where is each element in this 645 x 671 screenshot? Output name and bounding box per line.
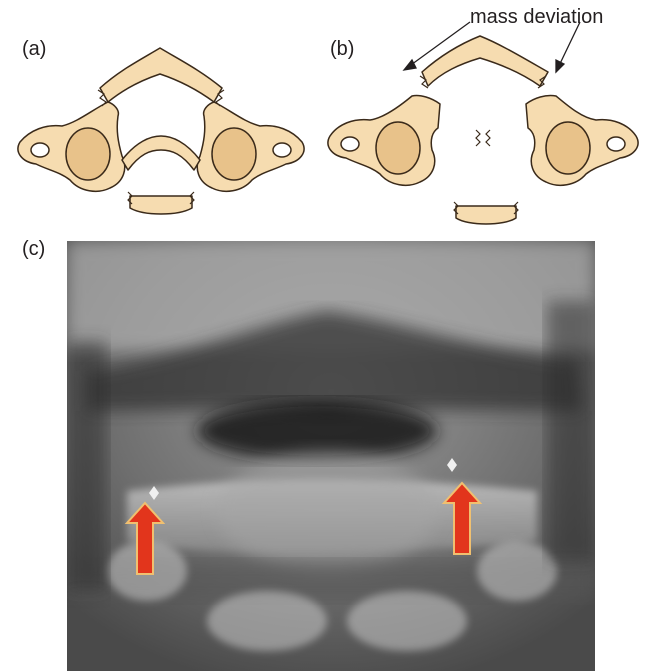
radiograph-image: [67, 241, 595, 671]
anterior-tubercle: [130, 196, 192, 214]
posterior-arch: [100, 48, 222, 102]
panel-label-c: (c): [22, 238, 45, 261]
atlas-intact-illustration: [0, 30, 320, 230]
anterior-arch: [122, 136, 200, 170]
anterior-tubercle-fragment: [456, 206, 516, 224]
atlas-fracture-illustration: [320, 0, 645, 235]
